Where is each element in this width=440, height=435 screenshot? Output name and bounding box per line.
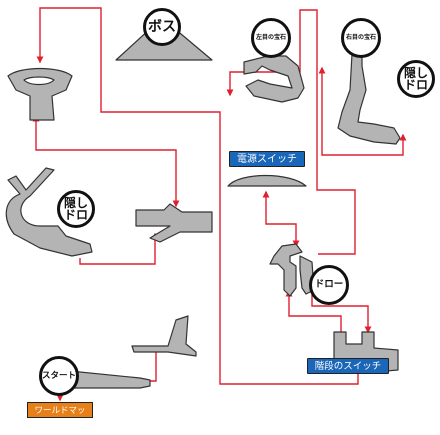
start-label: スタート xyxy=(42,370,77,381)
stairs-switch-label: 階段のスイッチ xyxy=(314,361,382,372)
room-hidden-drop-left xyxy=(5,167,93,257)
drow-label: ドロー xyxy=(314,279,344,291)
route-power xyxy=(262,190,300,248)
left-gem-marker: 左目の宝石 xyxy=(251,18,291,58)
world-map-label: ワールドマップ xyxy=(34,406,86,432)
boss-marker: ボス xyxy=(143,8,181,46)
route-left-bridge xyxy=(79,232,159,265)
room-top-left xyxy=(7,67,73,121)
drow-marker: ドロー xyxy=(309,265,349,305)
boss-label: ボス xyxy=(148,19,176,35)
room-bridge xyxy=(135,203,213,243)
route-right-gem xyxy=(318,66,407,156)
route-drow-stairs xyxy=(285,289,342,332)
room-left-gem xyxy=(243,55,305,103)
route-top-left xyxy=(36,7,359,385)
route-drow-right xyxy=(311,294,372,334)
power-switch-tag: 電源スイッチ xyxy=(229,151,305,167)
room-ramp xyxy=(131,315,197,357)
room-drow xyxy=(269,243,315,297)
room-right-gem xyxy=(337,51,401,145)
route-left-mid xyxy=(32,114,180,208)
start-marker: スタート xyxy=(39,356,79,396)
route-left-gem xyxy=(226,9,356,255)
right-gem-marker: 右目の宝石 xyxy=(341,18,381,58)
room-power-switch xyxy=(227,174,307,187)
right-gem-label: 右目の宝石 xyxy=(345,34,376,41)
world-map-tag[interactable]: ワールドマップ xyxy=(27,402,93,432)
hidden-drop-left-label: 隠しドロ xyxy=(64,196,89,222)
power-switch-label: 電源スイッチ xyxy=(237,154,297,165)
hidden-drop-left-marker: 隠しドロ xyxy=(57,190,95,228)
hidden-drop-right-label: 隠しドロ xyxy=(404,66,429,92)
stairs-switch-tag: 階段のスイッチ xyxy=(307,358,389,374)
hidden-drop-right-marker: 隠しドロ xyxy=(397,60,435,98)
left-gem-label: 左目の宝石 xyxy=(255,34,286,41)
